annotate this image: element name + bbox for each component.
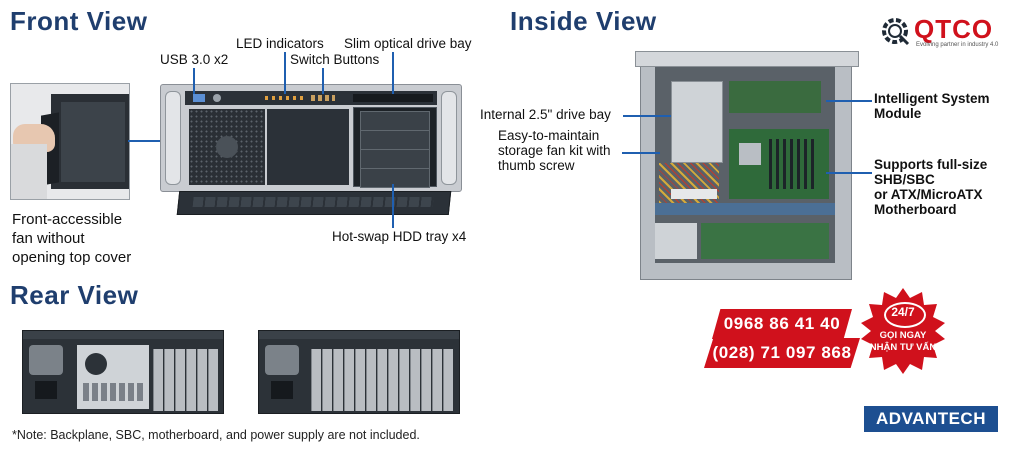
inside-view-heading: Inside View [510,6,657,36]
switch-callout-line [322,68,324,94]
phone-number-2[interactable]: (028) 71 097 868 [704,338,860,368]
qtco-gear-icon [882,18,910,46]
slim-callout-line [392,52,394,94]
led-indicators [265,96,305,100]
qtco-tagline: Evolving partner in industry 4.0 [916,42,999,48]
phone-number-1[interactable]: 0968 86 41 40 [712,309,852,339]
rear-chassis-image-1 [22,330,224,414]
ism-label: Intelligent System Module [874,91,990,121]
rear-view-heading: Rear View [10,280,139,310]
drive-bay-callout-line [623,115,671,117]
supports-callout-line [826,172,872,174]
rear-chassis-image-2 [258,330,460,414]
slim-optical-label: Slim optical drive bay [344,36,472,51]
inside-chassis-image [635,51,859,280]
switch-buttons-label: Switch Buttons [290,52,380,67]
fan-kit-callout-line [622,152,660,154]
call-now-badge[interactable]: 24/7 GỌI NGAY NHẬN TƯ VẤN [858,286,948,376]
internal-drive-bay [671,81,723,163]
disclaimer-note: *Note: Backplane, SBC, motherboard, and … [12,428,420,442]
ism-callout-line [826,100,872,102]
supports-motherboard-label: Supports full-size SHB/SBC or ATX/MicroA… [874,157,988,217]
storage-fan-bar [655,203,835,215]
usb-callout-line [193,68,195,94]
qtco-wordmark: QTCO [914,14,994,44]
power-button [213,94,221,102]
qtco-logo: QTCO Evolving partner in industry 4.0 [878,12,1018,52]
front-fan-label: Front-accessible fan without opening top… [12,211,132,266]
front-fan-inset-image [10,83,130,200]
slim-optical-bay [353,94,433,102]
front-fan-grill [189,109,265,185]
storage-fan-kit-label: Easy-to-maintain storage fan kit with th… [498,128,611,173]
usb-ports [193,94,205,102]
badge-24-7: 24/7 [891,305,915,319]
badge-line-1: GỌI NGAY [879,330,927,341]
advantech-wordmark: ADVANTECH [876,409,986,428]
led-label: LED indicators [236,36,324,51]
front-door [176,191,452,215]
internal-drive-bay-label: Internal 2.5" drive bay [480,107,611,122]
advantech-logo: ADVANTECH [864,406,998,432]
badge-line-2: NHẬN TƯ VẤN [869,342,937,353]
hdd-tray-label: Hot-swap HDD tray x4 [332,229,467,244]
hot-swap-hdd-cage [353,107,437,188]
front-chassis-image [160,84,462,192]
switch-buttons [311,95,335,101]
front-view-heading: Front View [10,6,148,36]
usb-label: USB 3.0 x2 [160,52,229,67]
led-callout-line [284,52,286,94]
hdd-callout-line [392,184,394,228]
ism-board [729,81,821,113]
